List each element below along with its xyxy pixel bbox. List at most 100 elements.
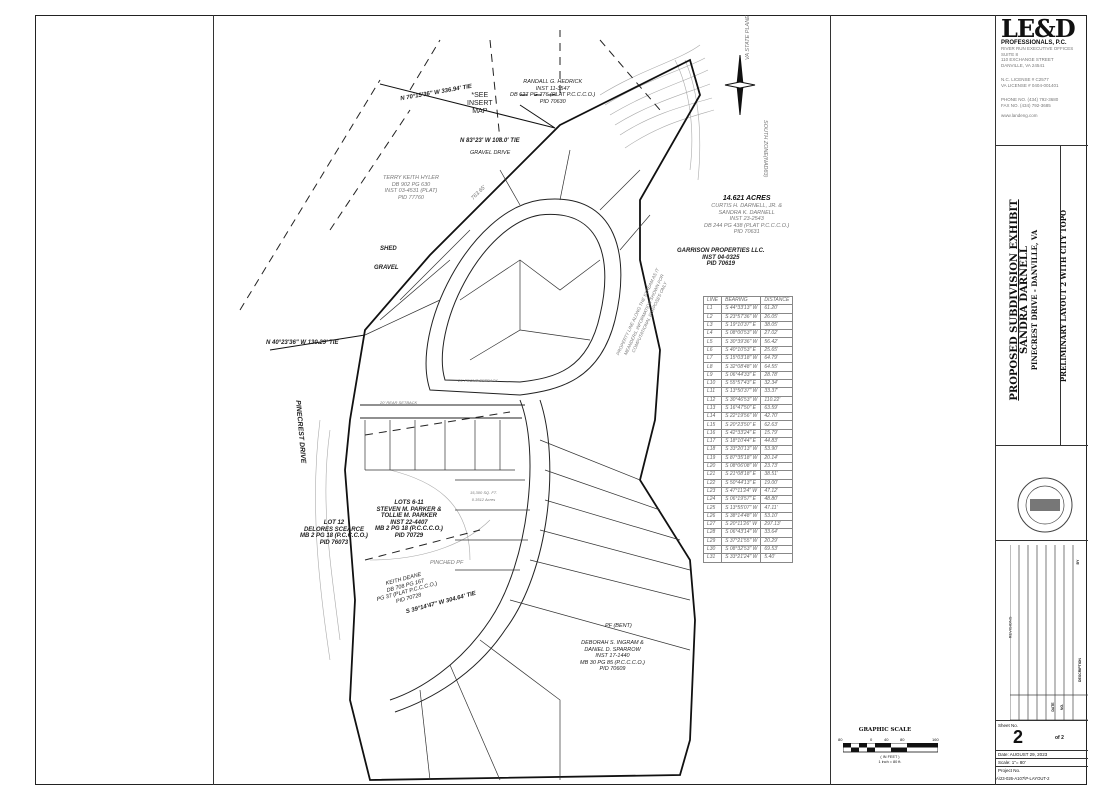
line-id: L20 [702,461,723,472]
lot-lines [364,149,691,781]
bearing: S 33°20'13" W [721,445,762,455]
distance: 27.02' [760,329,794,339]
line-id: L11 [702,387,723,397]
front-setback-label: 25' FRONT SETBACK [458,378,498,383]
line-id: L16 [702,428,723,439]
website: www.landeng.com [1001,113,1038,118]
rev-col-date: DATE [1051,702,1055,712]
line-id: L1 [702,304,723,314]
pinched-pf-label: PINCHED PF [430,560,464,566]
line-id: L3 [702,320,723,331]
bearing: S 44°33'13" W [721,304,762,314]
sheet-scale: Scale: 1"= 80' [995,758,1088,766]
property-boundary [344,58,701,781]
line-id: L9 [702,370,723,380]
engineer-seal [1017,477,1073,533]
line-id: L31 [702,553,723,563]
bearing: S 21°08'18" E [721,470,762,480]
bearing: S 16°47'50" E [721,403,762,414]
sheet-date: Date: AUGUST 29, 2023 [995,750,1088,758]
distance: 47.11' [760,503,794,513]
shed-label: SHED [380,246,397,252]
bearing: S 20°23'50" E [721,420,762,430]
bearing: S 33°21'24" W [721,553,762,563]
line-id: L27 [702,519,723,530]
bearing: S 22°19'56" W [721,412,762,422]
pf-bent-label: PF (BENT) [605,623,632,629]
distance: 38.05' [760,320,794,331]
distance: 53.90' [760,445,794,455]
divider [995,145,1088,146]
tie-lines [239,30,661,561]
bearing: S 15°03'18" W [721,354,762,364]
bearing: S 13°55'07" W [721,503,762,513]
bearing: S 40°10'53" E [721,345,762,356]
distance: 64.55' [760,362,794,372]
bearing: S 08°32'53" W [721,544,762,555]
project-number: A\23-026-A107\P-LAYOUT-2 [996,776,1050,781]
distance: 25.65' [760,345,794,356]
line-id: L21 [702,470,723,480]
scale-units: ( IN FEET )1 inch = 80 ft. [878,755,902,764]
north-tie [379,83,556,129]
line-id: L13 [702,403,723,414]
gravel-drive-label: GRAVEL DRIVE [470,150,511,156]
distance: 63.59' [760,403,794,414]
distance: 42.70' [760,412,794,422]
project-title-block: PROPOSED SUBDIVISION EXHIBIT SANDRA DARN… [1009,199,1039,401]
bearing: S 06°44'33" E [721,370,762,380]
line-id: L26 [702,511,723,522]
company-info: LE&D PROFESSIONALS, P.C. RIVER RUN EXECU… [995,17,1088,119]
bearing: S 32°08'48" W [721,362,762,372]
bearing: S 06°43'14" W [721,528,762,538]
scale-bar [843,743,938,753]
tie-bearing-3: N 83°23' W 108.0' TIE [460,138,520,144]
bearing: S 42°33'24" E [721,428,762,439]
distance: 20.14' [760,453,794,463]
bearing: S 23°57'36" W [721,312,762,322]
distance: 47.12' [760,486,794,497]
bearing: S 87°35'18" W [721,453,762,463]
line-id: L25 [702,503,723,513]
compass-north-label: VA STATE PLANE [745,15,751,60]
bearing: S 50°44'13" E [721,478,762,488]
line-id: L28 [702,528,723,538]
col-distance: DISTANCE [760,295,794,306]
sheet-label: Sheet No. [998,723,1019,728]
line-id: L19 [702,453,723,463]
distance: 48.80' [760,495,794,505]
line-id: L18 [702,445,723,455]
graphic-scale-title: GRAPHIC SCALE [858,727,912,733]
distance: 110.22' [760,395,794,405]
distance: 44.83' [760,437,794,447]
line-id: L2 [702,312,723,322]
bearing: S 38°14'48" W [721,511,762,522]
left-margin-line [213,15,214,785]
line-id: L5 [702,337,723,347]
compass-south-label: SOUTH ZONE(NAD83) [762,120,768,178]
rear-setback-label: 20' REAR SETBACK [380,400,418,405]
project-label: Project No. [995,766,1088,774]
line-id: L7 [702,354,723,364]
col-line: LINE [702,295,723,306]
bearing: S 47°11'24" W [721,486,762,497]
